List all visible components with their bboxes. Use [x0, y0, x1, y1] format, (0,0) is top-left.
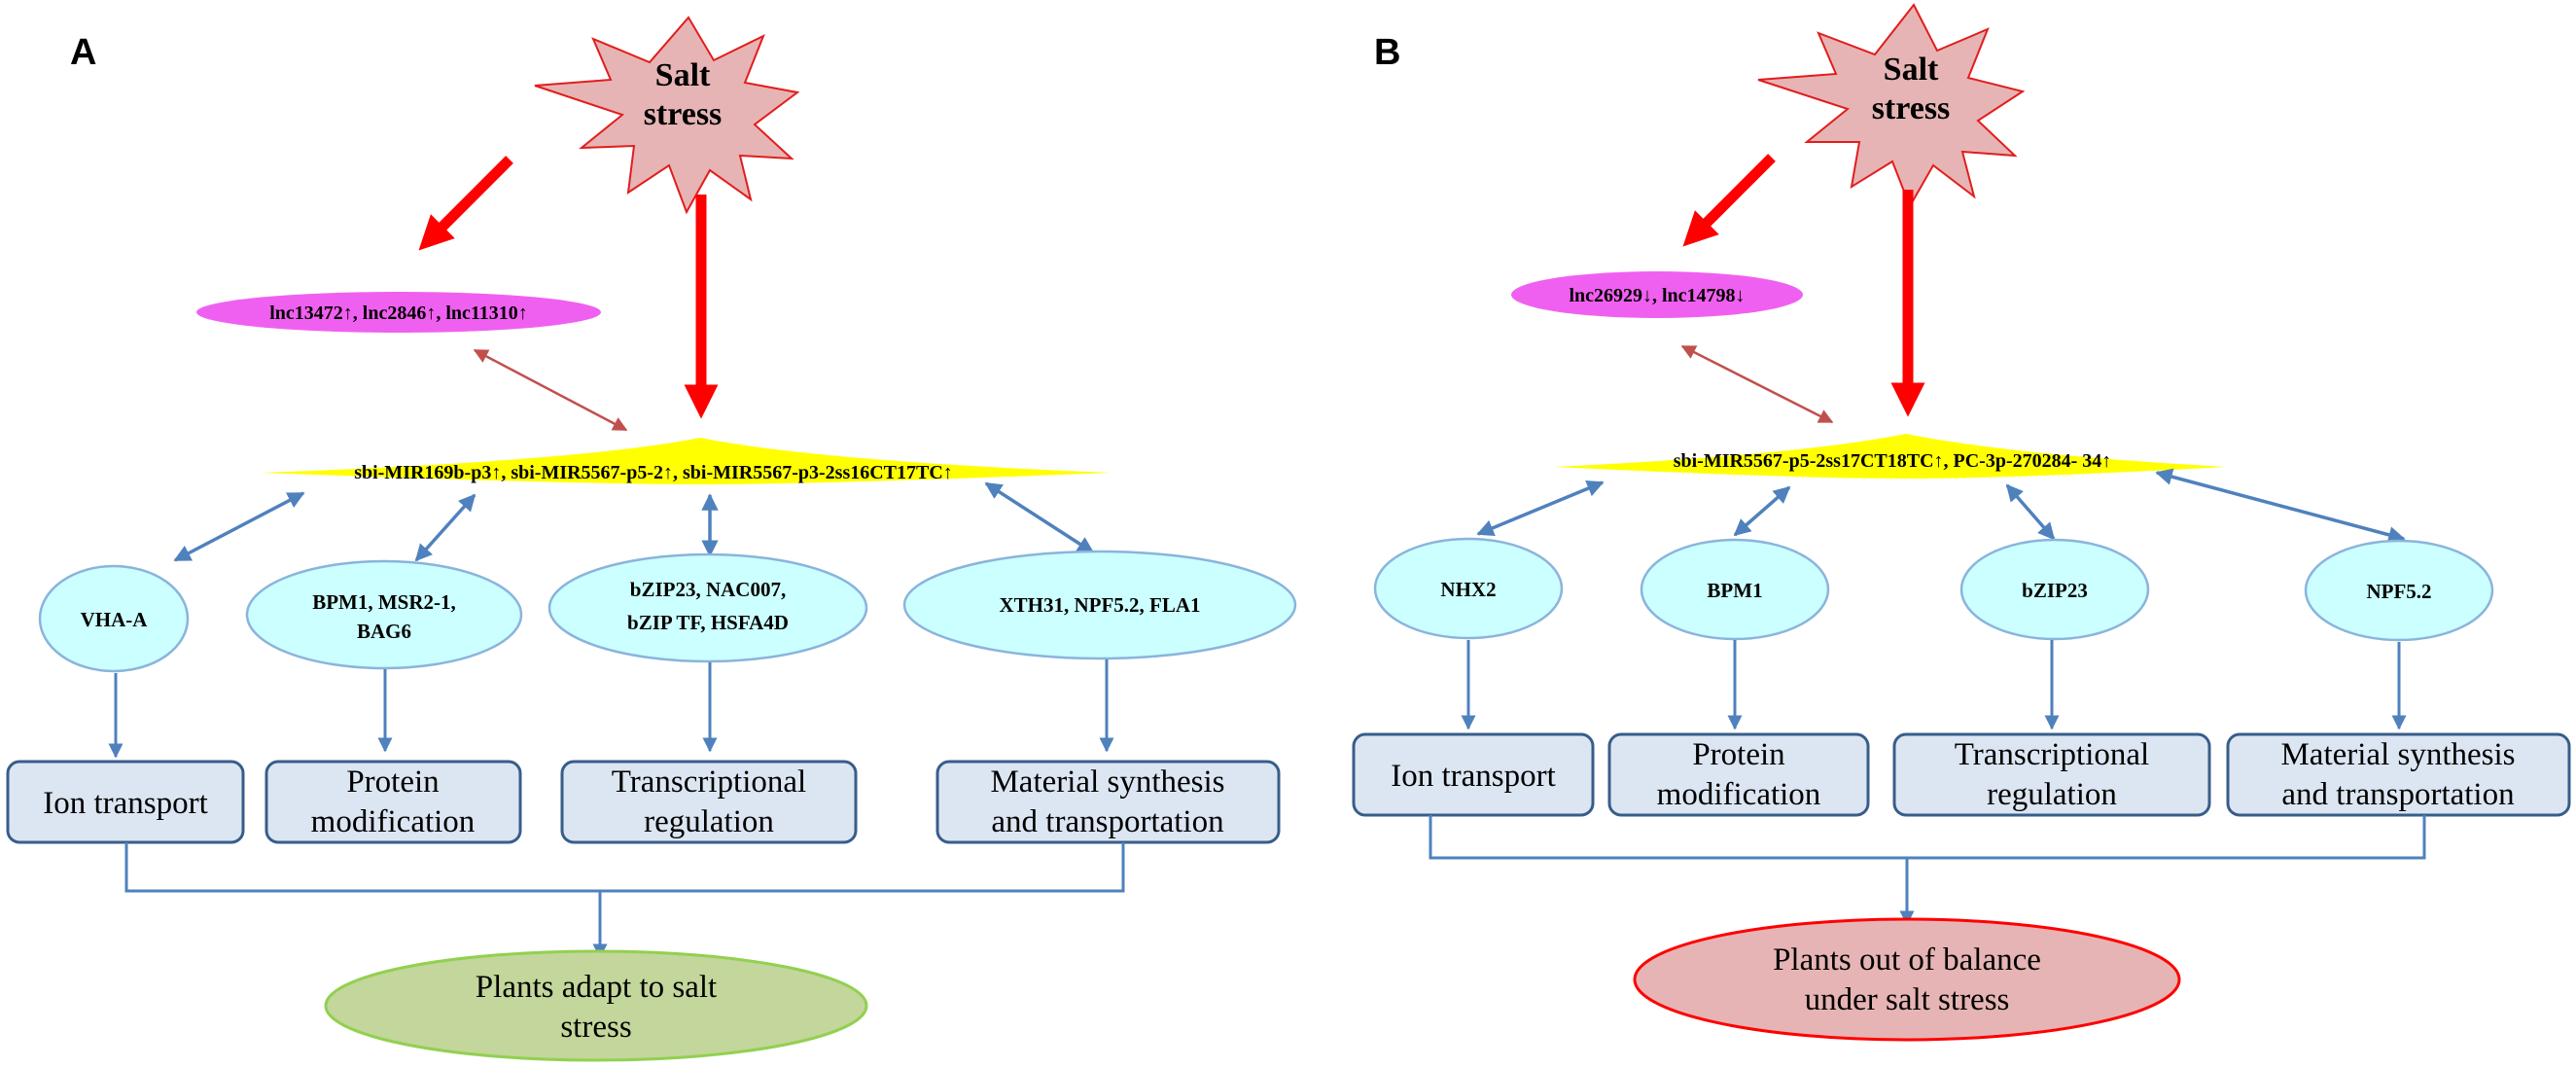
panel-a-gene-xth31-group [902, 550, 1297, 660]
panel-a-gene3-line1: bZIP23, NAC007, [630, 578, 786, 601]
panel-b-proc4-line2: and transportation [2281, 777, 2514, 812]
panel-a-outcome-ellipse [324, 949, 868, 1062]
panel-a-proc2-line2: modification [311, 804, 476, 839]
panel-b-gene-npf5-2 [2304, 539, 2494, 642]
panel-b-salt-stress-burst: Salt stress [1757, 3, 2026, 209]
panel-b-outcome-line1: Plants out of balance [1773, 943, 2041, 978]
panel-b-process-protein-modification [1607, 732, 1870, 817]
panel-b-gene-bzip23 [1959, 538, 2150, 641]
panel-a-lnc-mir-double-arrow [473, 348, 628, 432]
panel-a-proc4-line1: Material synthesis [990, 765, 1224, 800]
panel-b-arrow-gene2 [1733, 485, 1791, 537]
panel-a-stress-line1: Salt [655, 57, 711, 93]
panel-a-proc4-line2: and transportation [991, 804, 1223, 839]
panel-b-gene1-line1: NHX2 [1440, 578, 1496, 601]
panel-b-proc4-line1: Material synthesis [2280, 737, 2515, 772]
panel-a-outcome-line2: stress [560, 1010, 631, 1045]
panel-b-outcome-ellipse [1633, 917, 2181, 1042]
panel-a-gene1-line1: VHA-A [81, 608, 149, 631]
panel-a-red-arrow-to-lnc [418, 156, 513, 251]
panel-a-mir-banner [261, 438, 1111, 484]
panel-a-process-transcriptional-regulation [560, 760, 858, 844]
panel-a-mir-label: sbi-MIR169b-p3↑, sbi-MIR5567-p5-2↑, sbi-… [354, 462, 953, 483]
panel-a-burst-shape [534, 16, 800, 215]
panel-a-arrow-gene2 [414, 493, 476, 562]
panel-b-red-arrow-to-lnc [1682, 154, 1776, 247]
panel-b-bracket [1429, 815, 2426, 860]
panel-b-arrow-gene1 [1476, 480, 1605, 537]
panel-b-proc2-line1: Protein [1692, 737, 1784, 772]
panel-b-arrow-gene3 [2005, 483, 2056, 541]
panel-b: B Salt stress lnc26929↓, lnc14798↓ sbi-M… [1352, 3, 2571, 1042]
panel-a-arrow-gene1 [173, 491, 305, 562]
panel-b-lnc-mir-double-arrow [1680, 344, 1834, 424]
panel-b-process-transcriptional-regulation [1892, 732, 2211, 817]
panel-b-proc2-line2: modification [1657, 777, 1821, 812]
panel-b-mir-label: sbi-MIR5567-p5-2ss17CT18TC↑, PC-3p-27028… [1674, 450, 2112, 472]
panel-a-gene-bpm1-group [245, 559, 523, 670]
panel-b-proc3-line1: Transcriptional [1955, 737, 2149, 772]
panel-b-process-material-synthesis [2226, 732, 2571, 817]
panel-a-proc1-line1: Ion transport [43, 786, 208, 821]
panel-a-proc3-line1: Transcriptional [612, 765, 806, 800]
panel-a-gene2-line1: BPM1, MSR2-1, [312, 590, 456, 614]
panel-a-proc3-line2: regulation [644, 804, 774, 839]
panel-b-proc1-line1: Ion transport [1391, 759, 1556, 794]
panel-a-lnc-ellipse [196, 292, 601, 333]
panel-a-outcome-line1: Plants adapt to salt [476, 970, 717, 1005]
panel-a-process-material-synthesis [935, 760, 1281, 844]
panel-b-proc3-line2: regulation [1987, 777, 2117, 812]
panel-a-lnc-label: lnc13472↑, lnc2846↑, lnc11310↑ [269, 302, 528, 324]
panel-a-gene4-line1: XTH31, NPF5.2, FLA1 [999, 593, 1200, 617]
panel-a-gene2-line2: BAG6 [357, 620, 411, 643]
panel-a-stress-line2: stress [644, 96, 723, 132]
panel-b-gene2-line1: BPM1 [1707, 579, 1762, 602]
panel-a-arrow-gene4 [984, 481, 1095, 554]
panel-b-stress-line1: Salt [1884, 52, 1939, 88]
panel-a-letter: A [70, 32, 96, 73]
panel-a-gene3-line2: bZIP TF, HSFA4D [627, 611, 789, 634]
panel-b-outcome-line2: under salt stress [1805, 982, 2010, 1017]
panel-b-arrow-gene4 [2155, 468, 2406, 544]
panel-a-gene-vha-a [38, 564, 190, 673]
panel-b-gene3-line1: bZIP23 [2022, 579, 2088, 602]
panel-b-gene-nhx2 [1373, 537, 1564, 640]
panel-a-proc2-line1: Protein [346, 765, 439, 800]
panel-b-process-ion-transport [1352, 732, 1595, 817]
panel-b-letter: B [1374, 32, 1400, 73]
panel-a-gene-bzip23-group [547, 552, 868, 663]
panel-b-mir-banner [1554, 434, 2227, 479]
panel-a-process-protein-modification [265, 760, 522, 844]
panel-b-gene4-line1: NPF5.2 [2366, 580, 2431, 603]
panel-a-bracket [124, 842, 1125, 893]
panel-a: A Salt stress lnc13472↑, lnc2846↑, lnc11… [6, 16, 1297, 1062]
panel-a-salt-stress-burst: Salt stress [534, 16, 800, 215]
panel-b-lnc-ellipse [1511, 271, 1803, 318]
panel-b-gene-bpm1 [1640, 538, 1830, 641]
panel-b-lnc-label: lnc26929↓, lnc14798↓ [1569, 285, 1745, 306]
panel-b-stress-line2: stress [1872, 90, 1951, 126]
